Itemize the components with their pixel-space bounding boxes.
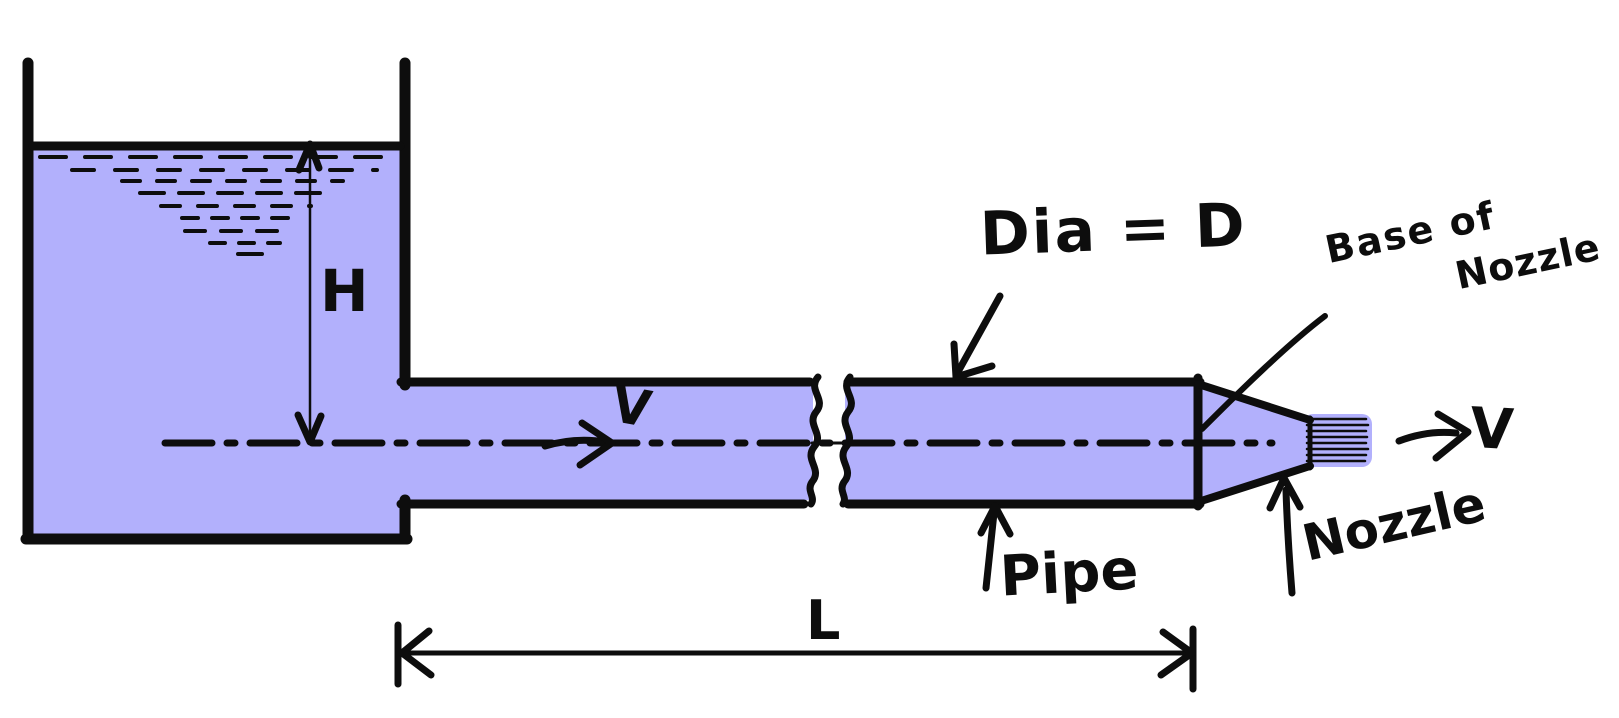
nozzle-pointer-arrow (1266, 474, 1304, 597)
diameter-label: Dia = D (978, 190, 1248, 270)
flow-arrow (541, 419, 616, 469)
tank-water-fill (33, 150, 405, 535)
pipe-walls (396, 377, 1205, 509)
h-dimension-arrow (294, 140, 325, 446)
length-label: L (806, 589, 841, 652)
jet-hatch (1305, 417, 1370, 463)
exit-velocity-arrow (1395, 410, 1472, 462)
diameter-leader-arrow (950, 292, 1004, 381)
base-of-nozzle-leader (1199, 313, 1328, 432)
water-ripples (38, 155, 395, 256)
pipe-pointer-arrow (977, 502, 1014, 592)
l-dimension-arrow (394, 621, 1197, 693)
exit-velocity-label: V (1468, 395, 1516, 464)
pipe-velocity-label: V (607, 375, 656, 439)
pipe-label: Pipe (998, 537, 1140, 610)
head-label: H (320, 257, 369, 325)
